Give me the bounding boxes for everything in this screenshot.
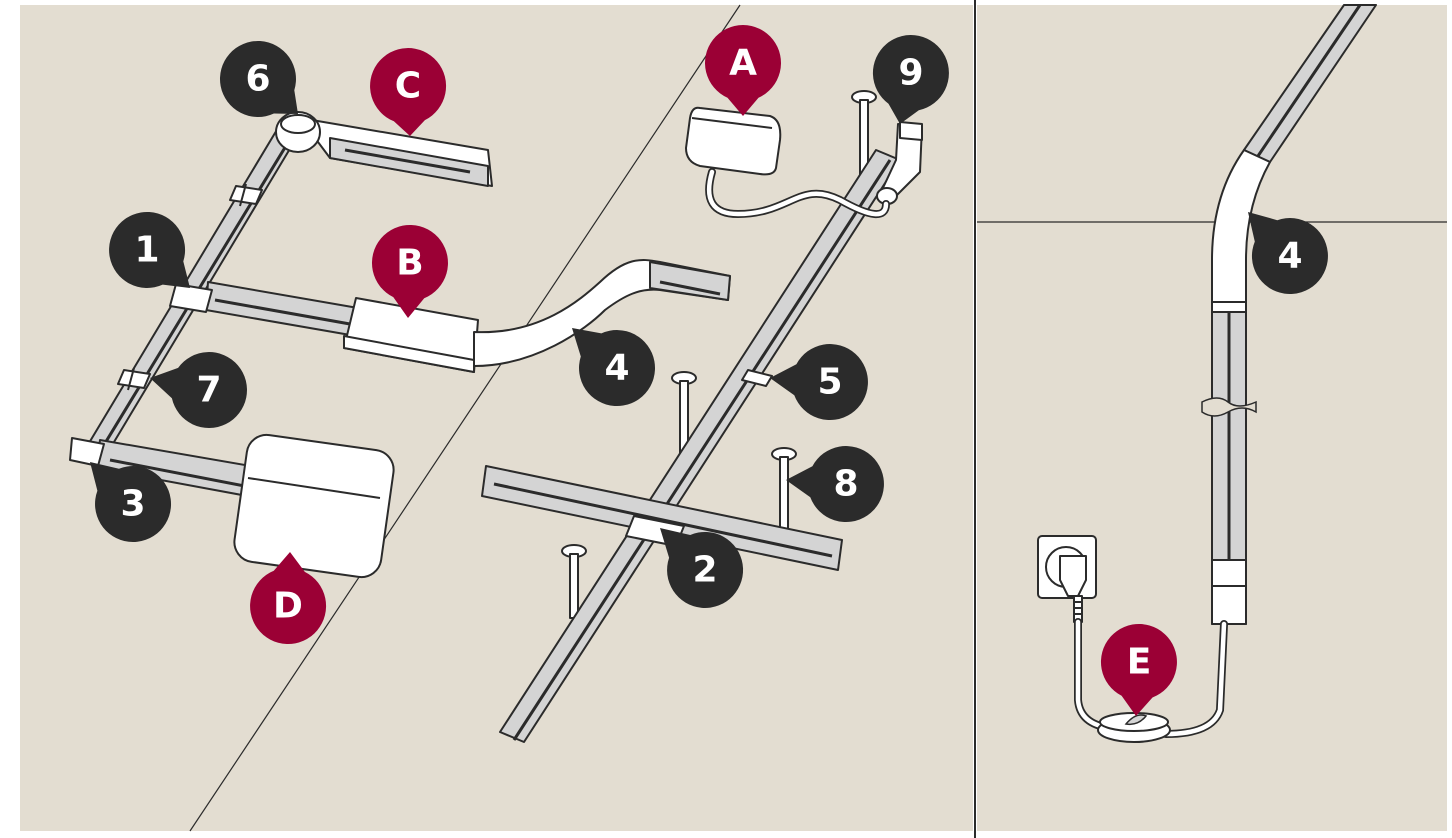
callout-label-9: 9 xyxy=(898,53,923,94)
callout-shape xyxy=(572,328,656,407)
callout-marker-7: 7 xyxy=(150,352,247,429)
t-connector-joint xyxy=(169,283,213,313)
callout-shape xyxy=(1248,212,1328,295)
callout-marker-4b: 4 xyxy=(1248,212,1328,295)
callout-marker-4a: 4 xyxy=(572,328,656,407)
track-rail-cross xyxy=(481,465,843,571)
wall-track-assembly xyxy=(1037,4,1377,743)
callout-marker-d: D xyxy=(250,552,327,645)
callout-label-3: 3 xyxy=(120,484,145,525)
middle-track-assembly xyxy=(481,90,923,743)
callout-markers: A B C D E 1 2 3 4 4 5 6 xyxy=(90,25,1328,716)
callout-marker-3: 3 xyxy=(90,462,172,543)
power-plug xyxy=(1059,555,1087,623)
callout-marker-6: 6 xyxy=(219,40,298,117)
callout-label-6: 6 xyxy=(245,59,270,100)
callout-marker-c: C xyxy=(370,48,447,137)
callout-marker-2: 2 xyxy=(660,528,744,608)
callout-shape xyxy=(371,224,448,318)
callout-shape xyxy=(109,211,190,288)
callout-shape xyxy=(150,352,247,429)
callout-shape xyxy=(705,25,781,117)
straight-connector-upper xyxy=(229,185,263,205)
callout-label-4a: 4 xyxy=(604,348,629,389)
callout-label-b: B xyxy=(396,243,423,284)
callout-marker-8: 8 xyxy=(786,446,884,523)
callout-shape xyxy=(250,552,327,645)
perspective-divider xyxy=(189,4,741,832)
callout-label-5: 5 xyxy=(817,362,842,403)
callout-marker-a: A xyxy=(705,25,781,117)
driver-cable xyxy=(706,169,889,217)
straight-connector-5 xyxy=(741,369,773,387)
callout-shape xyxy=(770,344,868,421)
callout-shape xyxy=(370,48,447,137)
callout-shape xyxy=(660,528,744,608)
callout-label-c: C xyxy=(395,66,421,107)
callout-label-2: 2 xyxy=(692,550,717,591)
callout-shape xyxy=(786,446,884,523)
callout-label-8: 8 xyxy=(833,464,858,505)
callout-shape xyxy=(872,35,949,124)
break-symbol xyxy=(1201,397,1257,417)
callout-shape xyxy=(90,462,172,543)
callout-label-d: D xyxy=(273,586,303,627)
left-track-assembly xyxy=(69,111,731,579)
callout-marker-5: 5 xyxy=(770,344,868,421)
callout-label-a: A xyxy=(729,43,757,84)
straight-connector-7 xyxy=(117,369,151,389)
callout-marker-1: 1 xyxy=(109,211,190,288)
rail-cord xyxy=(1163,621,1227,737)
callout-shape xyxy=(219,40,298,117)
callout-label-e: E xyxy=(1127,642,1152,683)
callout-marker-e: E xyxy=(1100,623,1177,716)
inline-switch-e xyxy=(1097,712,1171,743)
ceiling-panel-background xyxy=(20,5,973,831)
callout-label-4b: 4 xyxy=(1277,236,1302,277)
callout-marker-9: 9 xyxy=(872,35,949,124)
corner-connector xyxy=(69,437,105,467)
wall-rail-end-cap xyxy=(1211,559,1247,625)
callout-label-1: 1 xyxy=(134,230,159,271)
driver-box-a xyxy=(685,106,782,176)
callout-label-7: 7 xyxy=(196,370,221,411)
callout-shape xyxy=(1100,623,1177,716)
callout-marker-b: B xyxy=(371,224,448,318)
feed-box-d xyxy=(233,433,395,579)
